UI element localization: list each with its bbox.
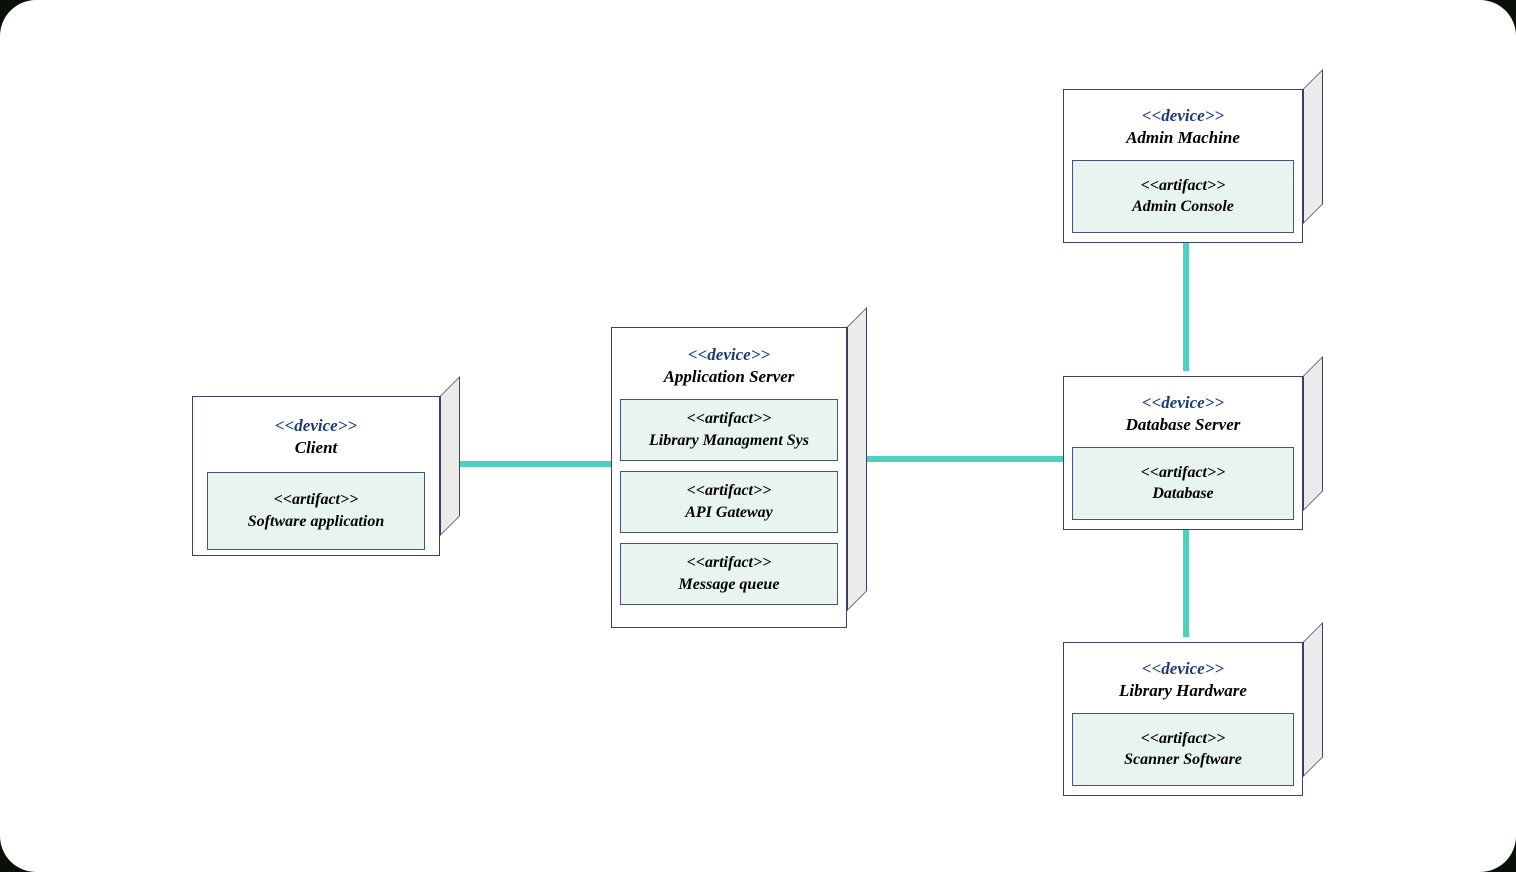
artifact-message-queue-name: Message queue bbox=[678, 575, 780, 593]
node-client-side-face bbox=[440, 376, 460, 536]
artifact-api-gateway-name: API Gateway bbox=[685, 503, 773, 521]
node-database-server-name: Database Server bbox=[1125, 415, 1241, 435]
node-database-server-side-face bbox=[1303, 356, 1323, 511]
node-client-stereotype: <<device>> bbox=[274, 416, 358, 435]
node-application-server-side-face bbox=[847, 307, 867, 611]
artifact-admin-console-name: Admin Console bbox=[1132, 198, 1234, 216]
node-client-front-face: <<device>> Client <<artifact>> Software … bbox=[192, 396, 440, 556]
node-client-name: Client bbox=[294, 438, 338, 458]
node-admin-machine[interactable]: <<device>> Admin Machine <<artifact>> Ad… bbox=[1063, 69, 1323, 243]
node-library-hardware-front-face: <<device>> Library Hardware <<artifact>>… bbox=[1063, 642, 1303, 796]
connector-application-server-to-database-server[interactable] bbox=[866, 456, 1068, 462]
connector-database-server-to-library-hardware[interactable] bbox=[1183, 527, 1189, 637]
node-database-server-front-face: <<device>> Database Server <<artifact>> … bbox=[1063, 376, 1303, 530]
node-application-server-stereotype: <<device>> bbox=[687, 345, 771, 364]
artifact-admin-console[interactable]: <<artifact>> Admin Console bbox=[1072, 159, 1294, 233]
node-database-server[interactable]: <<device>> Database Server <<artifact>> … bbox=[1063, 356, 1323, 530]
node-application-server-name: Application Server bbox=[663, 367, 795, 387]
artifact-message-queue-stereotype: <<artifact>> bbox=[686, 554, 772, 572]
artifact-library-managment-sys-name: Library Managment Sys bbox=[648, 431, 809, 449]
node-admin-machine-stereotype: <<device>> bbox=[1141, 106, 1225, 125]
node-library-hardware[interactable]: <<device>> Library Hardware <<artifact>>… bbox=[1063, 622, 1323, 796]
artifact-api-gateway-stereotype: <<artifact>> bbox=[686, 482, 772, 500]
node-client[interactable]: <<device>> Client <<artifact>> Software … bbox=[192, 376, 460, 556]
artifact-scanner-software[interactable]: <<artifact>> Scanner Software bbox=[1072, 712, 1294, 786]
node-application-server[interactable]: <<device>> Application Server <<artifact… bbox=[611, 307, 867, 628]
artifact-api-gateway[interactable]: <<artifact>> API Gateway bbox=[620, 470, 838, 533]
artifact-software-application-name: Software application bbox=[247, 512, 385, 530]
artifact-software-application[interactable]: <<artifact>> Software application bbox=[207, 471, 425, 550]
artifact-scanner-software-stereotype: <<artifact>> bbox=[1140, 729, 1226, 747]
node-admin-machine-side-face bbox=[1303, 69, 1323, 224]
node-library-hardware-stereotype: <<device>> bbox=[1141, 659, 1225, 678]
artifact-library-managment-sys[interactable]: <<artifact>> Library Managment Sys bbox=[620, 398, 838, 461]
artifact-message-queue[interactable]: <<artifact>> Message queue bbox=[620, 542, 838, 605]
artifact-database-name: Database bbox=[1152, 485, 1214, 503]
artifact-software-application-stereotype: <<artifact>> bbox=[273, 491, 359, 509]
connector-client-to-application-server[interactable] bbox=[458, 461, 614, 467]
artifact-admin-console-stereotype: <<artifact>> bbox=[1140, 176, 1226, 194]
node-library-hardware-name: Library Hardware bbox=[1119, 681, 1247, 701]
node-admin-machine-front-face: <<device>> Admin Machine <<artifact>> Ad… bbox=[1063, 89, 1303, 243]
node-database-server-stereotype: <<device>> bbox=[1141, 393, 1225, 412]
node-application-server-front-face: <<device>> Application Server <<artifact… bbox=[611, 327, 847, 628]
connector-admin-machine-to-database-server[interactable] bbox=[1183, 241, 1189, 371]
artifact-database-stereotype: <<artifact>> bbox=[1140, 463, 1226, 481]
artifact-library-managment-sys-stereotype: <<artifact>> bbox=[686, 410, 772, 428]
node-library-hardware-side-face bbox=[1303, 622, 1323, 777]
node-admin-machine-name: Admin Machine bbox=[1126, 128, 1240, 148]
artifact-scanner-software-name: Scanner Software bbox=[1124, 751, 1242, 769]
artifact-database[interactable]: <<artifact>> Database bbox=[1072, 446, 1294, 520]
